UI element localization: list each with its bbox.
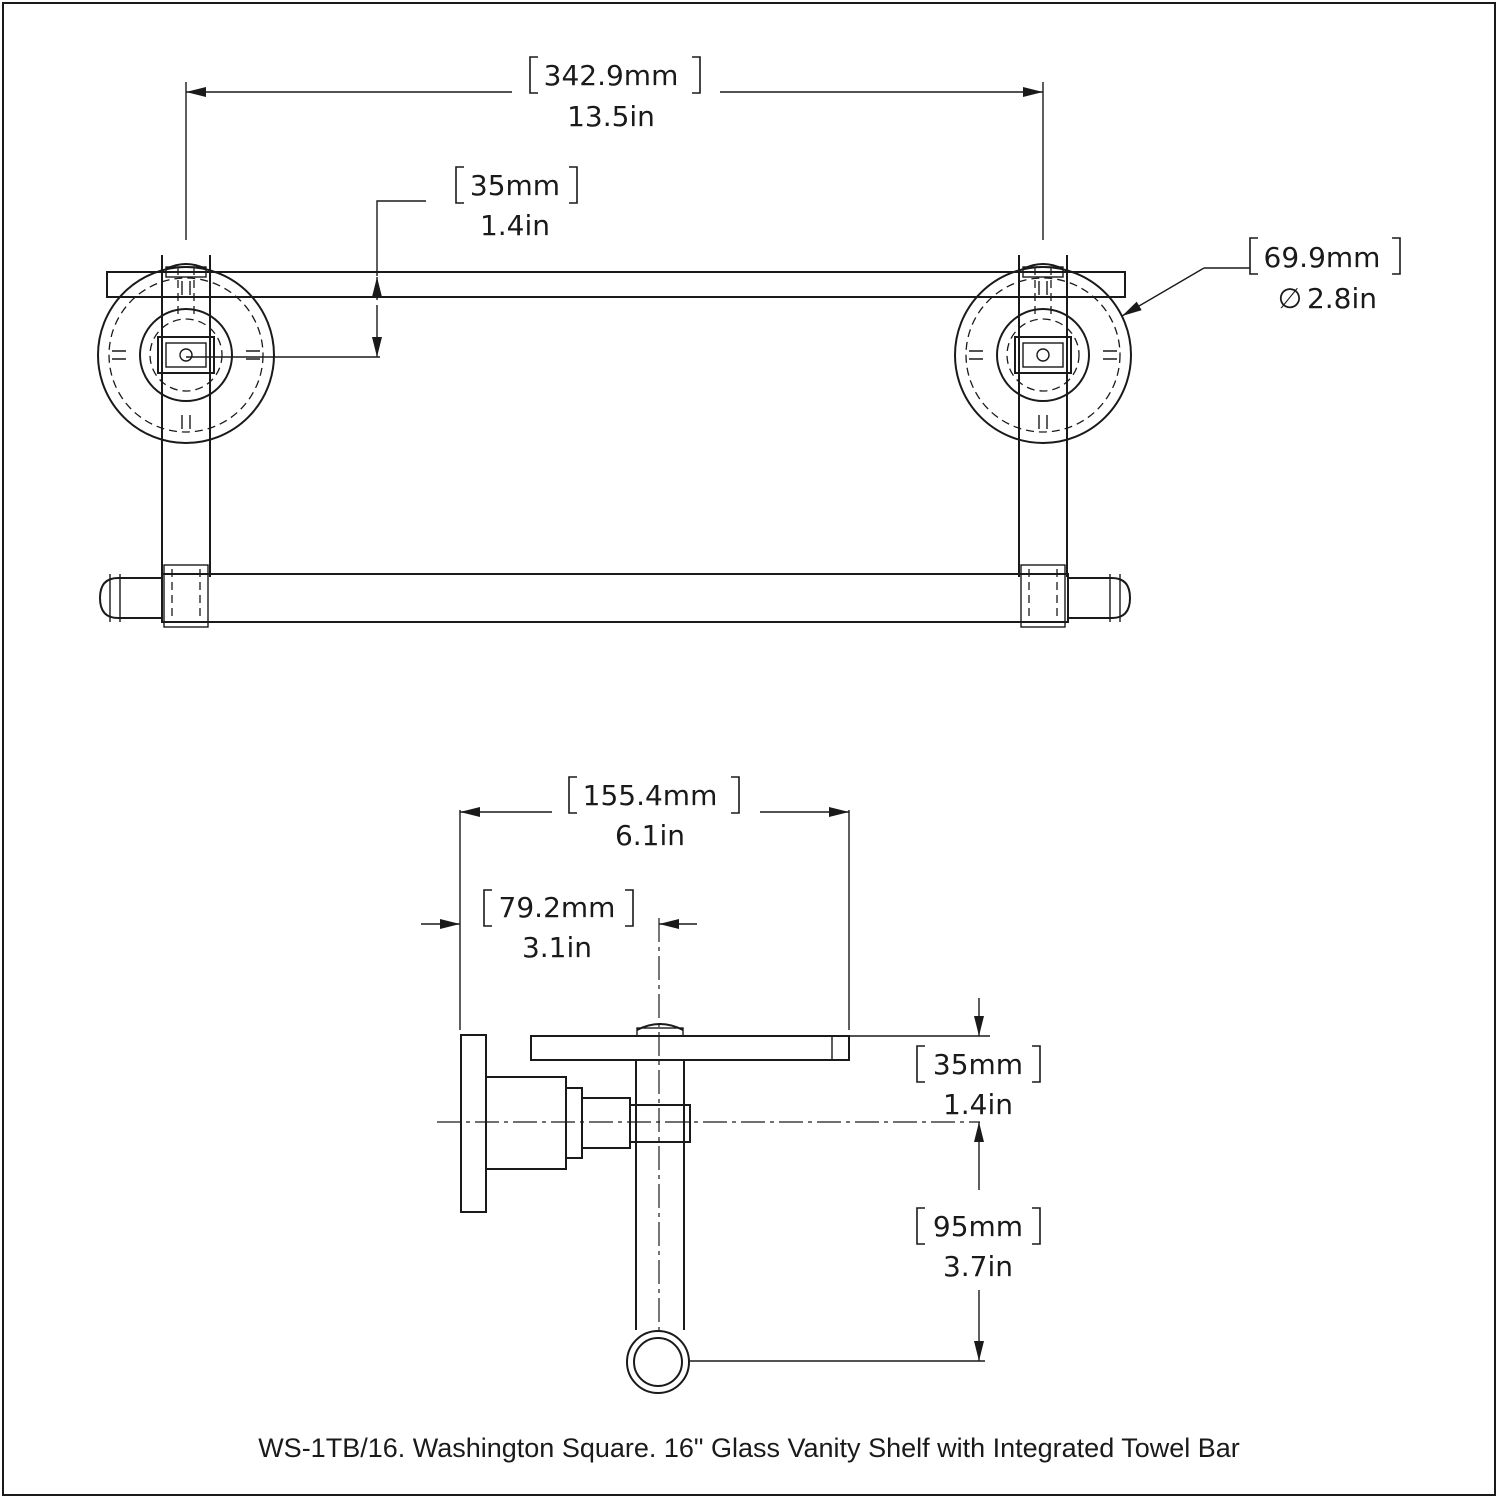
front-view: 342.9mm 13.5in 35mm 1.4in 69.9mm ∅ 2.8in	[97, 56, 1401, 628]
dim-flange-in: 2.8in	[1307, 282, 1377, 315]
wall-flange	[460, 1034, 487, 1213]
drawing-caption: WS-1TB/16. Washington Square. 16" Glass …	[258, 1433, 1240, 1463]
dim-flange-mm: 69.9mm	[1264, 241, 1381, 274]
dim-bar-drop-mm: 95mm	[933, 1210, 1023, 1243]
dim-offset-mm: 35mm	[470, 169, 560, 202]
bar-end-cap-right	[1068, 577, 1132, 619]
towel-bar	[161, 573, 1069, 623]
diameter-symbol: ∅	[1278, 282, 1302, 315]
dim-width-in: 13.5in	[567, 100, 655, 133]
dim-wall-offset-in: 3.1in	[522, 931, 592, 964]
dim-depth-in: 6.1in	[615, 819, 685, 852]
bar-end-cap-left	[98, 577, 162, 619]
dim-depth-mm: 155.4mm	[583, 779, 718, 812]
post-left	[97, 254, 275, 628]
dim-bar-drop-in: 3.7in	[943, 1250, 1013, 1283]
side-view: 155.4mm 6.1in 79.2mm 3.1in 35mm 1.4in 95…	[421, 776, 1041, 1394]
dim-wall-offset-mm: 79.2mm	[499, 891, 616, 924]
side-shelf	[530, 1035, 850, 1061]
glass-shelf	[106, 271, 1126, 298]
dim-shelf-height-mm: 35mm	[933, 1048, 1023, 1081]
dim-width-mm: 342.9mm	[544, 59, 679, 92]
towel-bar-section	[626, 1330, 690, 1394]
dim-shelf-height-in: 1.4in	[943, 1088, 1013, 1121]
post-right	[954, 254, 1132, 628]
dim-offset-in: 1.4in	[480, 209, 550, 242]
